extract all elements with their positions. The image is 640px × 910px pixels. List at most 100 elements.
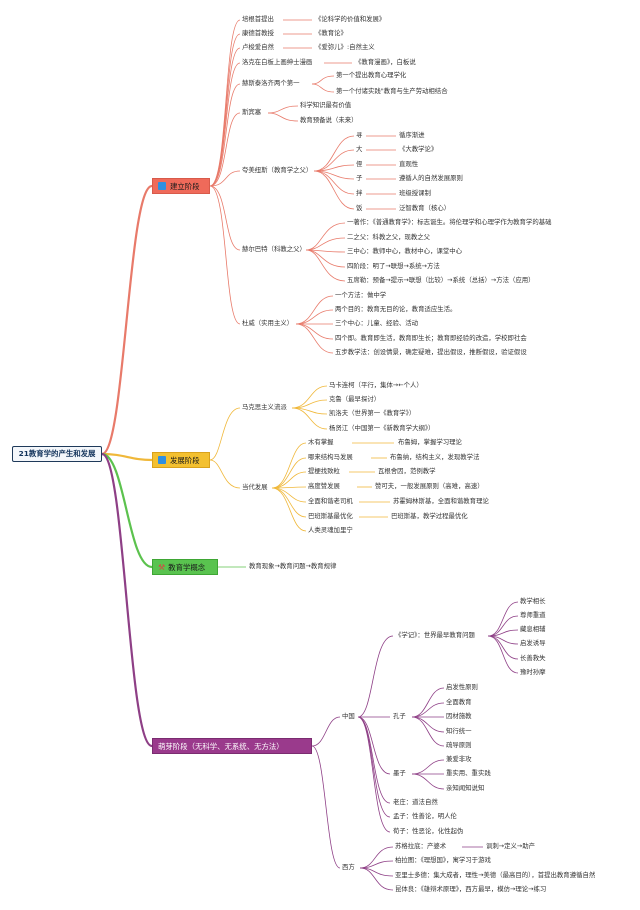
s4-xueji-6[interactable]: 豫时孙摩: [520, 668, 546, 676]
s4-xueji-3[interactable]: 藏息相辅: [520, 625, 546, 633]
s1-comenius-k4v[interactable]: 遵循人的自然发展原则: [399, 174, 463, 182]
stage2-box[interactable]: 发展阶段: [152, 452, 210, 468]
s1-dewey[interactable]: 杜威（实用主义）: [242, 319, 294, 327]
s4-xueji-1[interactable]: 教学相长: [520, 597, 546, 605]
s4-confucius-1[interactable]: 启发性原则: [446, 683, 478, 691]
s1-comenius-k4[interactable]: 子: [356, 174, 363, 182]
s1-rousseau-work[interactable]: 《爱弥儿》:自然主义: [315, 43, 375, 51]
s2-marxism-1[interactable]: 马卡连柯（平行，集体→←个人）: [329, 381, 423, 389]
s4-xueji-4[interactable]: 启发诱导: [520, 639, 546, 647]
s1-comenius-k5v[interactable]: 班级授课制: [399, 189, 431, 197]
s4-xueji[interactable]: 《学记》：世界最早教育问题: [395, 631, 475, 639]
s1-comenius-k5[interactable]: 拌: [356, 189, 363, 197]
s4-china[interactable]: 中国: [342, 712, 355, 720]
s1-bacon[interactable]: 培根首提出: [242, 15, 274, 23]
s1-herbart-4[interactable]: 四阶段：明了→联想→系统→方法: [347, 262, 440, 270]
s2-c7[interactable]: 人类灵魂加里宁: [308, 526, 353, 534]
s1-bacon-work[interactable]: 《论科学的价值和发展》: [315, 15, 386, 23]
s2-c2v[interactable]: 布鲁纳，结构主义，发现教学法: [390, 453, 480, 461]
s4-west[interactable]: 西方: [342, 863, 355, 871]
s2-c4v[interactable]: 赞可夫，一般发展原则（高难，高速）: [375, 482, 484, 490]
s4-confucius-5[interactable]: 疏导原则: [446, 741, 472, 749]
stage3-box[interactable]: ⚒教育学概念: [152, 559, 218, 575]
stage4-label: 萌芽阶段（无科学、无系统、无方法）: [158, 742, 284, 751]
s1-comenius[interactable]: 夸美纽斯（教育学之父）: [242, 166, 313, 174]
s2-c1[interactable]: 木有掌握: [308, 438, 334, 446]
s1-locke[interactable]: 洛克在白板上画绅士漫画: [242, 58, 313, 66]
s2-c3v[interactable]: 瓦根舍因，范例教学: [378, 467, 436, 475]
s4-quintilian[interactable]: 昆体良：《雄辩术原理》，西方最早，模仿→理论→练习: [395, 885, 547, 893]
s1-dewey-4[interactable]: 四个即。教育即生活，教育即生长；教育即经验的改造，学校即社会: [335, 334, 527, 342]
s2-marxism-2[interactable]: 克鲁（最早探讨）: [329, 395, 381, 403]
s4-confucius-3[interactable]: 因材施教: [446, 712, 472, 720]
stage3-label: 教育学概念: [168, 563, 206, 572]
s3-concept-chain[interactable]: 教育现象→教育问题→教育规律: [249, 562, 337, 570]
s1-comenius-k1v[interactable]: 循序渐进: [399, 131, 425, 139]
s1-locke-work[interactable]: 《教育漫画》，白板说: [355, 58, 416, 66]
s4-confucius[interactable]: 孔子: [393, 712, 406, 720]
s4-socrates[interactable]: 苏格拉底：产婆术: [395, 842, 447, 850]
s1-herbart-3[interactable]: 三中心：教师中心，教材中心，课堂中心: [347, 247, 463, 255]
stage2-label: 发展阶段: [170, 456, 200, 465]
s2-c5[interactable]: 全面和谐老司机: [308, 497, 353, 505]
s2-c6[interactable]: 巴班斯基最优化: [308, 512, 353, 520]
s1-herbart[interactable]: 赫尔巴特（科教之父）: [242, 245, 306, 253]
s2-c5v[interactable]: 苏霍姆林斯基，全面和谐教育理论: [393, 497, 489, 505]
s1-dewey-5[interactable]: 五步教学法：创设情景，确定疑难，提出假设，推断假设，验证假设: [335, 348, 527, 356]
s1-pestalozzi[interactable]: 赫斯泰洛齐两个第一: [242, 79, 300, 87]
s1-rousseau[interactable]: 卢梭爱自然: [242, 43, 274, 51]
s1-comenius-k6[interactable]: 饭: [356, 204, 363, 212]
s1-kant-work[interactable]: 《教育论》: [315, 29, 347, 37]
s1-comenius-k2v[interactable]: 《大教学论》: [399, 145, 438, 153]
s2-marxism-3[interactable]: 凯洛夫（世界第一《教育学》）: [329, 409, 416, 417]
main-branch-stage1: [100, 184, 154, 456]
s1-comenius-k1[interactable]: 寻: [356, 131, 363, 139]
hammer-pick-icon: ⚒: [158, 563, 166, 572]
s1-spencer[interactable]: 斯宾塞: [242, 108, 262, 116]
s4-mencius[interactable]: 孟子：性善论，明人伦: [393, 812, 457, 820]
s4-confucius-4[interactable]: 知行统一: [446, 727, 472, 735]
s1-dewey-2[interactable]: 两个目的：教育无目的论，教育适应生活。: [335, 305, 457, 313]
s2-c3[interactable]: 提梗找致粒: [308, 467, 340, 475]
s2-contemporary[interactable]: 当代发展: [242, 483, 268, 491]
s1-herbart-5[interactable]: 五席勒：预备→提示→联想（比较）→系统（总括）→方法（应用）: [347, 276, 535, 284]
s4-confucius-2[interactable]: 全面教育: [446, 698, 472, 706]
s4-mozi[interactable]: 墨子: [393, 769, 406, 777]
s1-spencer-1[interactable]: 科学知识最有价值: [300, 101, 352, 109]
s2-c6v[interactable]: 巴班斯基，教学过程最优化: [391, 512, 468, 520]
s4-xueji-5[interactable]: 长善救失: [520, 654, 546, 662]
s4-socrates-method[interactable]: 讽刺→定义→助产: [486, 842, 536, 850]
s4-mozi-2[interactable]: 重实用、重实践: [446, 769, 491, 777]
s4-xueji-2[interactable]: 尊师重道: [520, 611, 546, 619]
s1-dewey-1[interactable]: 一个方法：做中学: [335, 291, 387, 299]
s1-spencer-2[interactable]: 教育预备说（未来）: [300, 116, 358, 124]
s1-comenius-k2[interactable]: 大: [356, 145, 363, 153]
s4-xunzi[interactable]: 荀子：性恶论，化性起伪: [393, 827, 464, 835]
s4-aristotle[interactable]: 亚里士多德：集大成者，理性→美德（最高目的），首提出教育遵循自然: [395, 871, 596, 879]
stage1-label: 建立阶段: [170, 182, 200, 191]
s1-kant[interactable]: 康德首教授: [242, 29, 274, 37]
s4-mozi-1[interactable]: 兼爱非攻: [446, 755, 472, 763]
main-branch-stage4: [100, 452, 154, 748]
s4-laozhuang[interactable]: 老庄：道法自然: [393, 798, 438, 806]
s1-pestalozzi-1[interactable]: 第一个提出教育心理学化: [336, 71, 407, 79]
s1-herbart-2[interactable]: 二之父：科教之父，现教之父: [347, 233, 431, 241]
s1-comenius-k6v[interactable]: 泛智教育（核心）: [399, 204, 451, 212]
s4-plato[interactable]: 柏拉图：《理想国》，寓学习于游戏: [395, 856, 491, 864]
s2-marxism[interactable]: 马克思主义流派: [242, 403, 287, 411]
s1-comenius-k3[interactable]: 侄: [356, 160, 363, 168]
s1-pestalozzi-2[interactable]: 第一个付诸实践"教育与生产劳动相结合: [336, 87, 448, 95]
s1-herbart-1[interactable]: 一著作：《普通教育学》：标志诞生。将伦理学和心理学作为教育学的基础: [347, 218, 552, 226]
s2-c2[interactable]: 哪来结构马发展: [308, 453, 353, 461]
s2-marxism-4[interactable]: 杨贤江（中国第一《新教育学大纲》）: [329, 424, 435, 432]
s4-mozi-3[interactable]: 亲知闻知说知: [446, 784, 485, 792]
s1-comenius-k3v[interactable]: 直观性: [399, 160, 419, 168]
main-branch-stage2: [100, 452, 154, 462]
root-topic[interactable]: 21教育学的产生和发展: [12, 446, 102, 462]
stage4-box[interactable]: 萌芽阶段（无科学、无系统、无方法）: [152, 738, 312, 754]
s2-c1v[interactable]: 布鲁姆，掌握学习理论: [398, 438, 462, 446]
s2-c4[interactable]: 高度赞发展: [308, 482, 340, 490]
s1-dewey-3[interactable]: 三个中心：儿童、经验、活动: [335, 319, 419, 327]
stage1-box[interactable]: 建立阶段: [152, 178, 210, 194]
